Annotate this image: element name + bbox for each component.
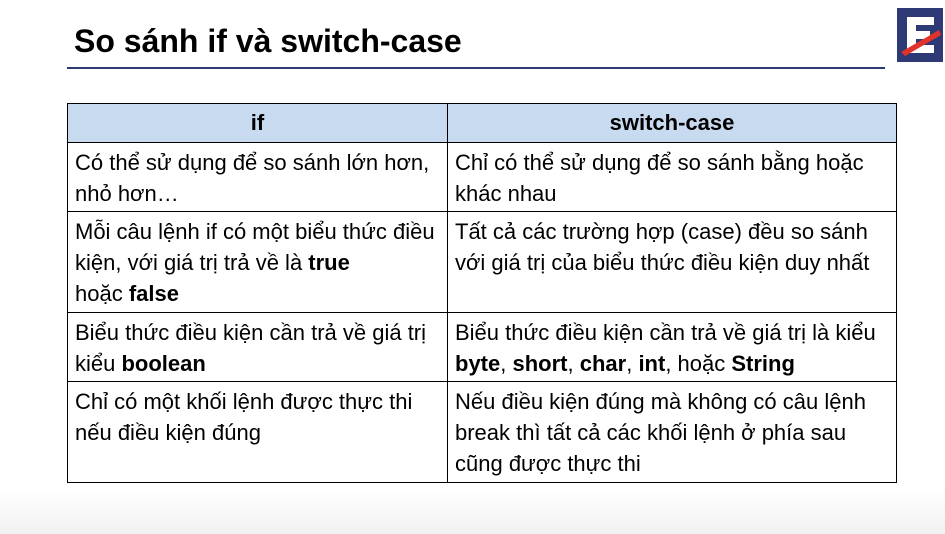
comparison-table: if switch-case Có thể sử dụng để so sánh… <box>67 103 897 483</box>
cell-if: Chỉ có một khối lệnh được thực thi nếu đ… <box>67 381 448 483</box>
cell-text: Nếu điều kiện đúng mà không có câu lệnh … <box>455 389 866 476</box>
cell-switch: Nếu điều kiện đúng mà không có câu lệnh … <box>447 381 897 483</box>
cell-if: Mỗi câu lệnh if có một biểu thức điều ki… <box>67 211 448 313</box>
cell-text: Chỉ có một khối lệnh được thực thi nếu đ… <box>75 389 413 445</box>
keyword-string: String <box>731 351 795 376</box>
keyword-int: int <box>638 351 666 376</box>
keyword-short: short <box>512 351 568 376</box>
cell-switch: Chỉ có thể sử dụng để so sánh bằng hoặc … <box>447 142 897 212</box>
table-row: Có thể sử dụng để so sánh lớn hơn, nhỏ h… <box>67 142 897 212</box>
table-row: Mỗi câu lệnh if có một biểu thức điều ki… <box>67 211 897 313</box>
cell-text: Tất cả các trường hợp (case) đều so sánh… <box>455 219 870 275</box>
cell-text: Có thể sử dụng để so sánh lớn hơn, nhỏ h… <box>75 150 430 206</box>
cell-text: Chỉ có thể sử dụng để so sánh bằng hoặc … <box>455 150 864 206</box>
cell-text: , hoặc <box>665 351 732 376</box>
column-header-if: if <box>67 103 448 143</box>
title-underline <box>67 67 885 69</box>
cell-text: , <box>500 351 513 376</box>
column-header-switch-case: switch-case <box>447 103 897 143</box>
cell-switch: Tất cả các trường hợp (case) đều so sánh… <box>447 211 897 313</box>
table-header-row: if switch-case <box>67 103 897 143</box>
cell-text: Biểu thức điều kiện cần trả về giá trị k… <box>75 320 427 376</box>
logo-red-swoosh <box>901 30 941 56</box>
table-row: Chỉ có một khối lệnh được thực thi nếu đ… <box>67 381 897 483</box>
cell-text: , <box>626 351 639 376</box>
cell-text: , <box>567 351 580 376</box>
cell-text: Biểu thức điều kiện cần trả về giá trị l… <box>455 320 876 345</box>
cell-if: Biểu thức điều kiện cần trả về giá trị k… <box>67 312 448 382</box>
page-title: So sánh if và switch-case <box>74 23 462 59</box>
logo-letter-e <box>907 17 934 53</box>
keyword-true: true <box>308 250 350 275</box>
cell-text: hoặc <box>75 281 129 306</box>
cell-switch: Biểu thức điều kiện cần trả về giá trị l… <box>447 312 897 382</box>
keyword-boolean: boolean <box>121 351 206 376</box>
cell-text: Mỗi câu lệnh if có một biểu thức điều ki… <box>75 219 435 275</box>
table-row: Biểu thức điều kiện cần trả về giá trị k… <box>67 312 897 382</box>
keyword-false: false <box>128 281 179 306</box>
keyword-byte: byte <box>455 351 501 376</box>
e-brand-logo-icon <box>897 8 943 62</box>
cell-if: Có thể sử dụng để so sánh lớn hơn, nhỏ h… <box>67 142 448 212</box>
footer-shade <box>0 490 945 534</box>
keyword-char: char <box>579 351 627 376</box>
